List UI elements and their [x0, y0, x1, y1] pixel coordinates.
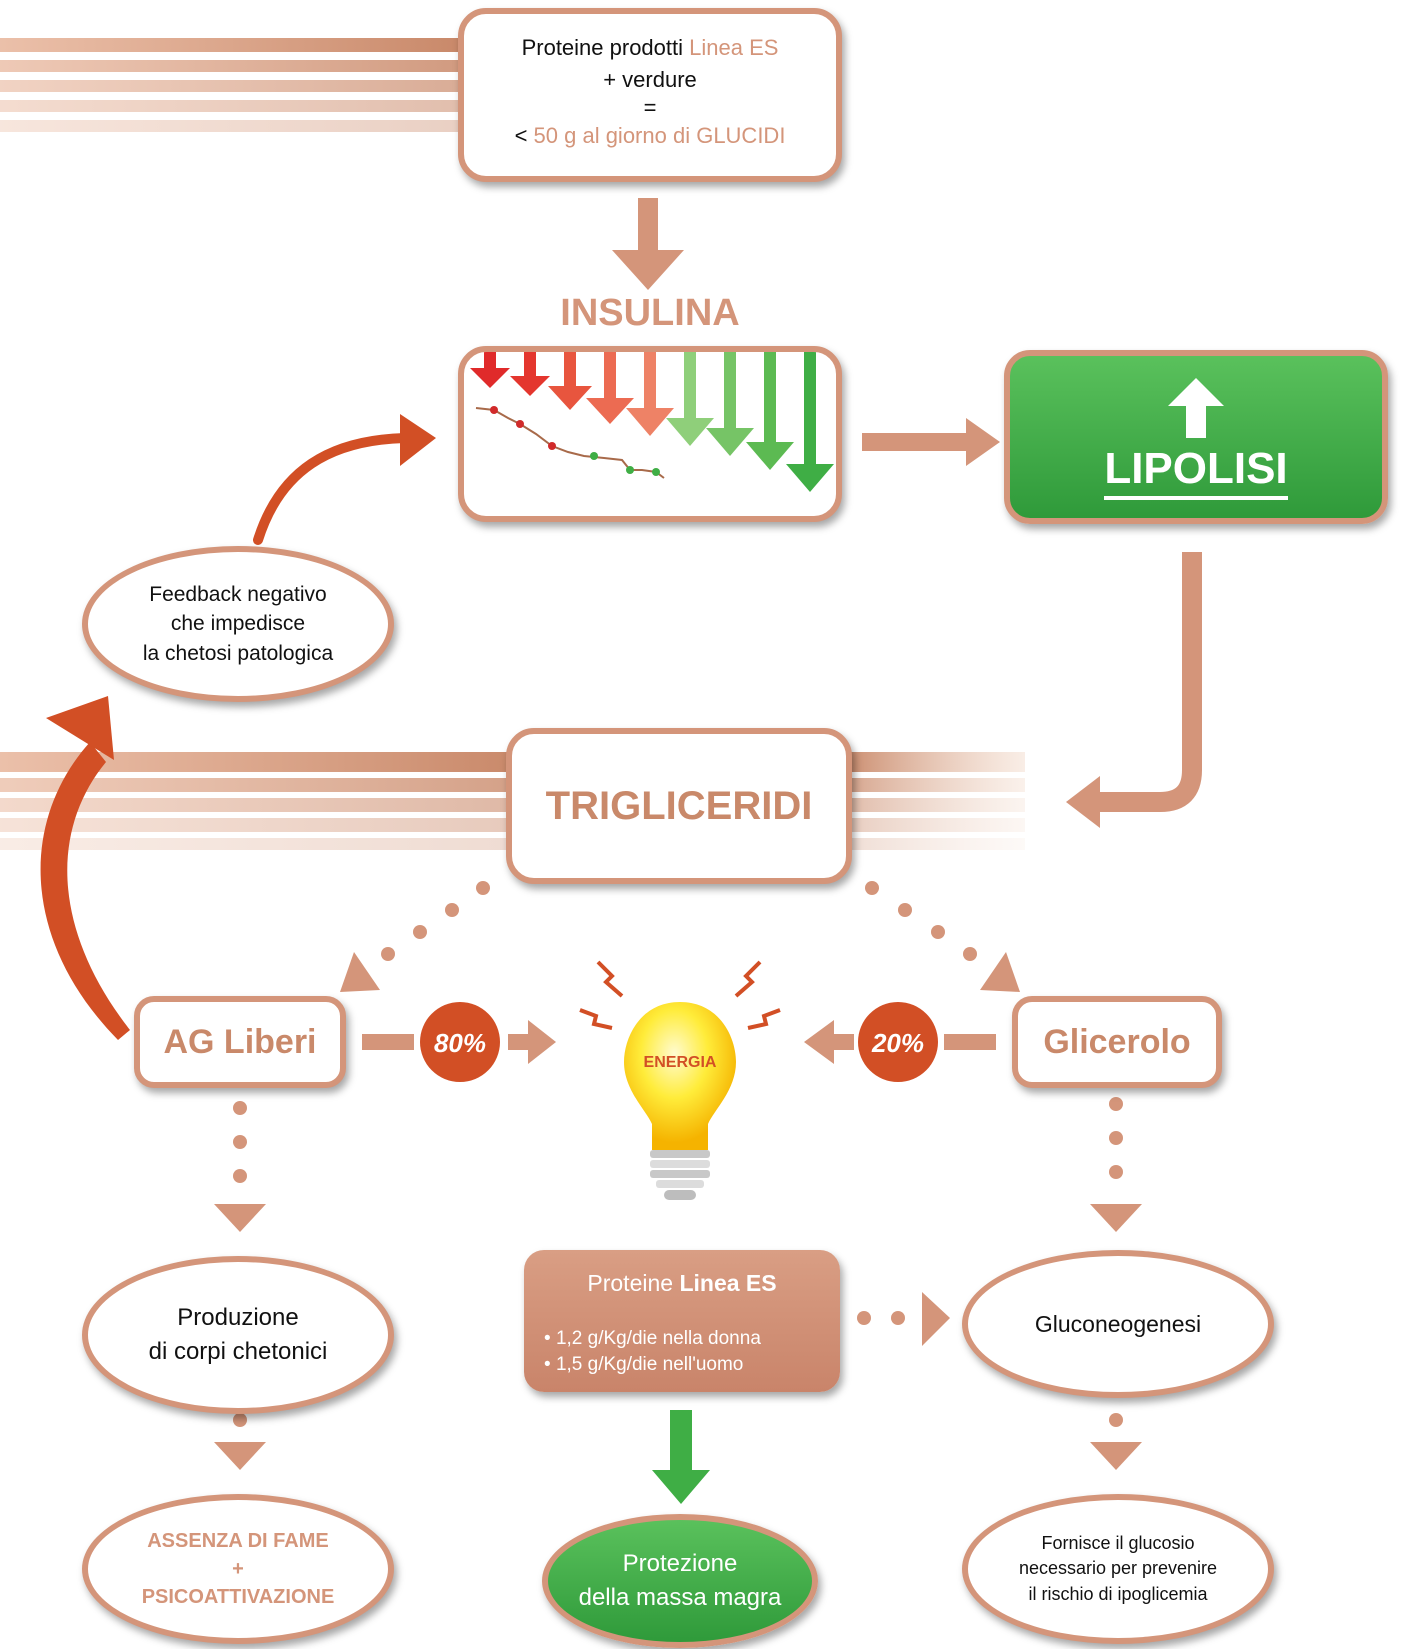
dotted-arrow-to-glicerolo: [865, 881, 1020, 992]
top-line4-b: 50 g al giorno di GLUCIDI: [533, 122, 786, 148]
feedback-line2: che impedisce: [170, 612, 306, 636]
lipolisi-underline: [1104, 496, 1288, 500]
percent-80-badge: [420, 1002, 500, 1082]
top-line4-a: <: [514, 122, 534, 148]
spark-lines: [579, 960, 781, 1030]
stripes-middle: [0, 752, 1025, 850]
energia-label: ENERGIA: [643, 1054, 717, 1071]
fame-line2: +: [232, 1558, 244, 1580]
chetonici-line2: di corpi chetonici: [148, 1338, 328, 1365]
dotted-arrow-to-agliberi: [340, 881, 490, 992]
arrow-to-fame: [214, 1413, 266, 1470]
massa-magra-line1: Protezione: [622, 1550, 738, 1578]
feedback-oval: Feedback negativo che impedisce la cheto…: [82, 546, 394, 702]
insulina-trend-points: [490, 406, 660, 476]
top-line3: =: [643, 94, 657, 120]
glicerolo-label: Glicerolo: [1043, 1022, 1191, 1061]
fame-line1: ASSENZA DI FAME: [147, 1530, 329, 1552]
ag-liberi-label: AG Liberi: [163, 1022, 317, 1061]
top-line1-b: Linea ES: [689, 35, 779, 60]
proteine-item-2: • 1,5 g/Kg/die nell'uomo: [544, 1353, 744, 1375]
feedback-line1: Feedback negativo: [149, 582, 327, 606]
arrow-up-icon: [1168, 378, 1224, 438]
arrow-agliberi-to-energia: [362, 1020, 556, 1064]
trigliceridi-box: TRIGLICERIDI: [506, 728, 852, 884]
dotted-arrow-to-chetonici: [214, 1101, 266, 1232]
massa-magra-line2: della massa magra: [578, 1584, 782, 1611]
arrow-to-lipolisi: [862, 418, 1000, 466]
insulina-trend-line: [475, 407, 665, 479]
gluconeogenesi-oval: Gluconeogenesi: [962, 1250, 1274, 1398]
percent-80-label: 80%: [433, 1028, 487, 1058]
light-bulb-icon: [624, 1002, 736, 1200]
massa-magra-oval: Protezione della massa magra: [542, 1514, 818, 1648]
proteine-item-1: • 1,2 g/Kg/die nella donna: [544, 1328, 761, 1349]
feedback-line3: la chetosi patologica: [142, 641, 334, 665]
arrow-glicerolo-to-energia: [804, 1020, 996, 1064]
top-line1-a: Proteine prodotti: [521, 35, 690, 60]
dotted-arrow-to-gluconeogenesi: [1090, 1097, 1142, 1232]
top-line2: + verdure: [603, 66, 697, 92]
lipolisi-label: LIPOLISI: [1104, 444, 1288, 493]
proteine-title-a: Proteine: [587, 1270, 680, 1296]
top-glucidi-box: Proteine prodotti Linea ES + verdure = <…: [458, 8, 842, 182]
arrow-lipolisi-to-trigliceridi: [1066, 552, 1202, 828]
arrow-to-glucosio: [1090, 1413, 1142, 1470]
chetonici-oval: Produzione di corpi chetonici: [82, 1256, 394, 1414]
insulina-down-arrows: [470, 352, 834, 492]
proteine-title-b: Linea ES: [679, 1270, 777, 1296]
insulina-box: [458, 346, 842, 522]
percent-20-label: 20%: [871, 1028, 925, 1058]
glucosio-line2: necessario per prevenire: [1018, 1558, 1218, 1579]
insulina-decrease-chart: [470, 352, 834, 492]
glucosio-oval: Fornisce il glucosio necessario per prev…: [962, 1494, 1274, 1644]
dotted-arrow-proteine-to-gluconeogenesi: [857, 1292, 950, 1346]
stripes-top-left: [0, 38, 460, 132]
arrow-to-insulina: [612, 198, 684, 290]
arrow-agliberi-to-feedback: [40, 696, 130, 1040]
lipolisi-box: LIPOLISI: [1004, 350, 1388, 524]
fame-line3: PSICOATTIVAZIONE: [141, 1586, 335, 1608]
glicerolo-box: Glicerolo: [1012, 996, 1222, 1088]
gluconeogenesi-label: Gluconeogenesi: [1034, 1310, 1202, 1337]
arrow-feedback-to-insulina: [253, 414, 436, 545]
insulina-title: INSULINA: [560, 292, 740, 334]
proteine-es-box: Proteine Linea ES • 1,2 g/Kg/die nella d…: [524, 1250, 840, 1392]
trigliceridi-label: TRIGLICERIDI: [545, 783, 813, 828]
glucosio-line3: il rischio di ipoglicemia: [1028, 1583, 1208, 1604]
percent-20-badge: [858, 1002, 938, 1082]
chetonici-line1: Produzione: [177, 1304, 299, 1332]
ag-liberi-box: AG Liberi: [134, 996, 346, 1088]
glucosio-line1: Fornisce il glucosio: [1041, 1533, 1195, 1554]
green-arrow-to-massa-magra: [652, 1410, 710, 1504]
fame-oval: ASSENZA DI FAME + PSICOATTIVAZIONE: [82, 1494, 394, 1644]
